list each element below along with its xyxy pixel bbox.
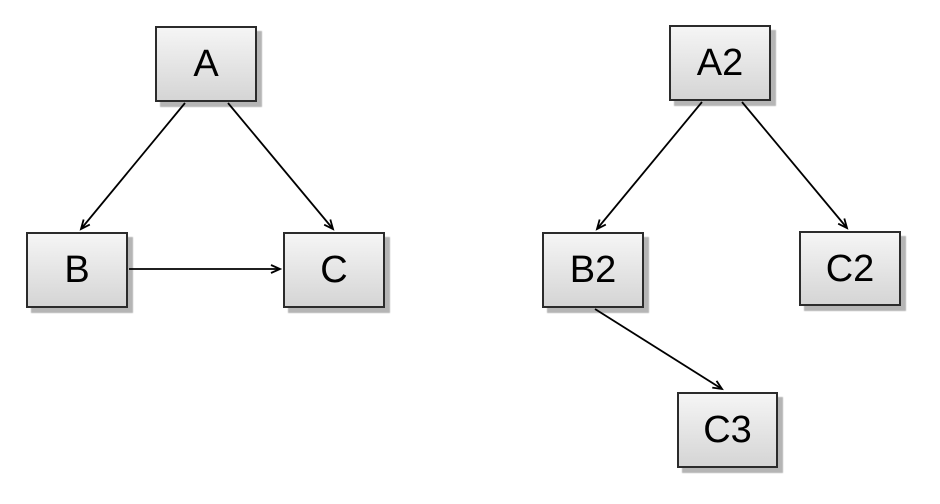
node-label-B2: B2 [569,249,617,291]
node-C[interactable]: C [283,232,385,308]
node-A2[interactable]: A2 [669,25,771,101]
edge-A2-C2[interactable] [741,101,849,230]
node-label-A2: A2 [696,42,744,84]
node-label-C3: C3 [703,409,752,451]
node-label-A: A [193,43,219,85]
node-A[interactable]: A [155,26,257,102]
node-B2[interactable]: B2 [542,232,644,308]
node-C3[interactable]: C3 [677,392,778,468]
node-B[interactable]: B [26,232,128,308]
node-label-B: B [64,249,90,291]
edge-A-C[interactable] [227,102,335,231]
edge-B2-C3[interactable] [594,308,724,391]
node-C2[interactable]: C2 [799,231,901,306]
node-label-C2: C2 [825,247,875,290]
edge-A2-B2[interactable] [595,101,703,231]
node-label-C: C [320,249,348,291]
edge-A-B[interactable] [79,102,186,231]
